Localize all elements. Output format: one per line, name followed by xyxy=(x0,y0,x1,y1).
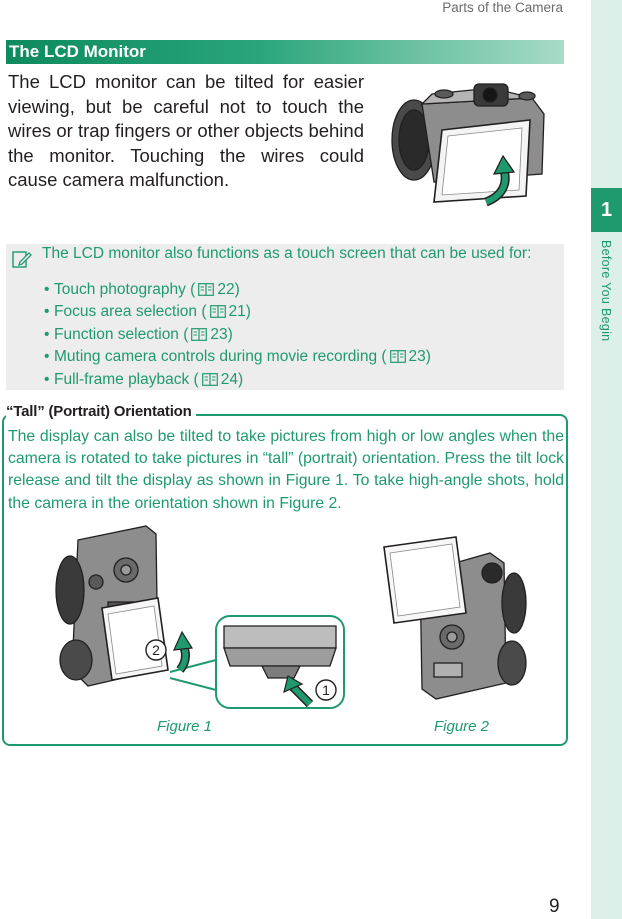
book-icon xyxy=(191,327,208,341)
running-head: Parts of the Camera xyxy=(442,0,563,15)
book-icon xyxy=(209,305,226,319)
chapter-side-tab xyxy=(591,0,622,919)
tall-orientation-text: The display can also be tilted to take p… xyxy=(8,428,564,512)
figure-2-caption: Figure 2 xyxy=(434,718,490,735)
book-icon xyxy=(201,372,218,386)
note-lead-text: The LCD monitor also functions as a touc… xyxy=(42,245,532,262)
intro-paragraph: The LCD monitor can be tilted for easier… xyxy=(8,71,364,190)
section-title: The LCD Monitor xyxy=(9,42,146,61)
book-icon xyxy=(198,283,215,296)
book-icon xyxy=(389,350,406,364)
figure-1-illustration: 2 1 xyxy=(55,525,345,709)
page-number: 9 xyxy=(549,896,560,917)
tall-orientation-title: “Tall” (Portrait) Orientation xyxy=(6,403,196,420)
chapter-label: Before You Begin xyxy=(599,240,613,342)
step-2-label: 2 xyxy=(152,642,160,658)
chapter-number: 1 xyxy=(591,188,622,232)
step-1-label: 1 xyxy=(322,682,330,698)
figure-1-caption: Figure 1 xyxy=(157,718,213,735)
list-item: Full-frame playback (24) xyxy=(44,369,431,392)
list-item: Function selection (23) xyxy=(44,324,431,347)
list-item: Touch photography (22) xyxy=(44,279,431,302)
section-header-bar xyxy=(6,40,564,64)
camera-tilted-monitor-illustration xyxy=(391,83,545,207)
touch-functions-list: Touch photography (22) Focus area select… xyxy=(44,279,431,391)
note-pencil-icon xyxy=(12,251,32,268)
list-item: Muting camera controls during movie reco… xyxy=(44,346,431,369)
figure-2-illustration xyxy=(383,536,527,700)
list-item: Focus area selection (21) xyxy=(44,301,431,324)
tall-orientation-box xyxy=(2,414,568,746)
